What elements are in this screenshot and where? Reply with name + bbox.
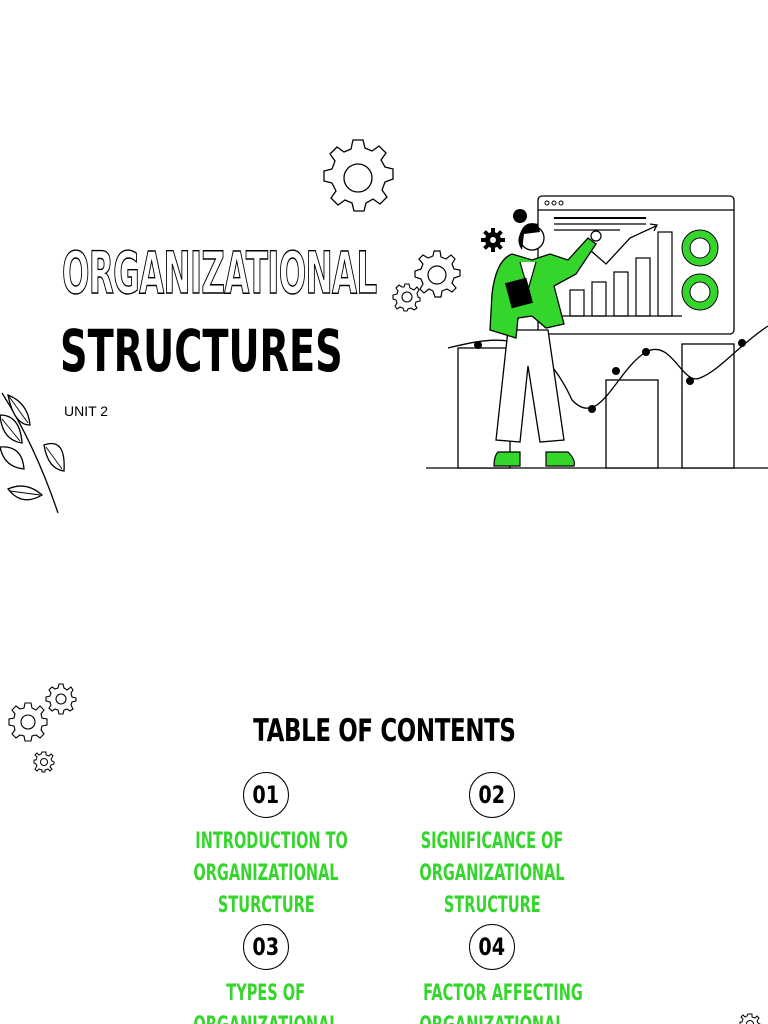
title-line-2: STRUCTURES: [60, 317, 343, 385]
toc-label: SIGNIFICANCE OF ORGANIZATIONAL STRUCTURE: [419, 829, 565, 918]
subtitle: UNIT 2: [64, 403, 109, 419]
toc-label: TYPES OF ORGANIZATIONAL: [193, 981, 338, 1024]
gear-icon: [414, 250, 461, 298]
toc-number: 04: [469, 924, 515, 970]
gear-icon: [8, 702, 48, 742]
toc-label: FACTOR AFFECTING ORGANIZATIONAL: [419, 981, 583, 1024]
dashboard-illustration: [426, 195, 768, 469]
title-slide: ORGANIZATIONAL STRUCTURES UNIT 2: [0, 139, 768, 514]
toc-number: 03: [243, 924, 289, 970]
leaf-branch-icon: [0, 392, 65, 514]
toc-number: 01: [243, 772, 289, 818]
gear-icon: [33, 751, 55, 773]
toc-item-03: 03 TYPES OF ORGANIZATIONAL: [156, 924, 376, 1024]
toc-heading: TABLE OF CONTENTS: [252, 713, 516, 749]
gear-icon: [739, 1013, 761, 1024]
toc-number: 02: [469, 772, 515, 818]
gear-icon: [323, 139, 394, 212]
toc-item-01: 01 INTRODUCTION TO ORGANIZATIONAL STURCT…: [156, 772, 376, 922]
toc-item-04: 04 FACTOR AFFECTING ORGANIZATIONAL: [382, 924, 602, 1024]
toc-slide: TABLE OF CONTENTS 01 INTRODUCTION TO ORG…: [0, 560, 768, 1024]
gear-icon: [392, 283, 421, 312]
title-line-1: ORGANIZATIONAL: [62, 239, 378, 307]
gear-icon: [45, 683, 77, 715]
toc-item-02: 02 SIGNIFICANCE OF ORGANIZATIONAL STRUCT…: [382, 772, 602, 922]
toc-label: INTRODUCTION TO ORGANIZATIONAL STURCTURE: [193, 829, 348, 918]
